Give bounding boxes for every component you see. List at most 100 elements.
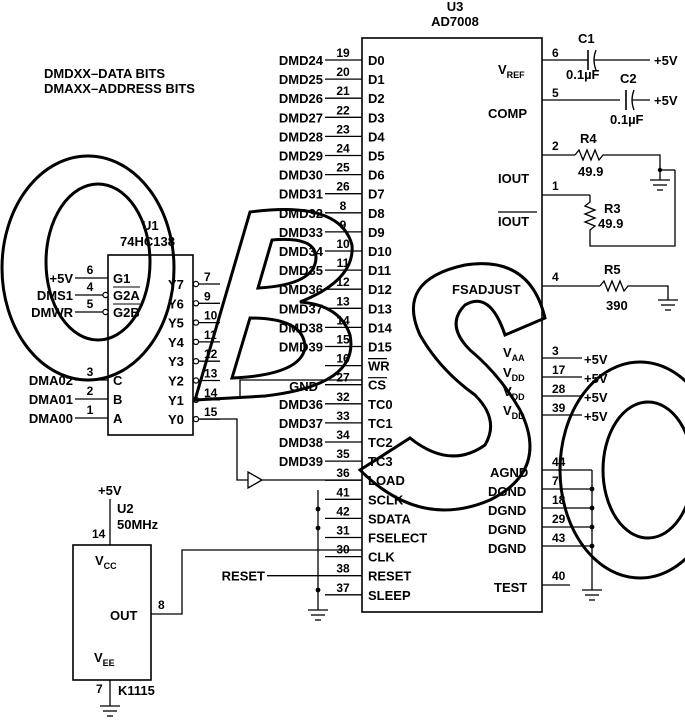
pin-number: 15	[204, 405, 218, 419]
pin-number: 42	[336, 504, 350, 518]
u3-pin-vaa-num: 3	[552, 344, 559, 358]
pin-number: 6	[87, 263, 94, 277]
pin-number: 38	[336, 562, 350, 576]
pin-name: Y3	[168, 354, 184, 369]
inverter-buffer	[247, 470, 362, 490]
net-label: DMD33	[279, 225, 323, 240]
u2-vcc-pin: 14	[92, 527, 106, 541]
pin-name: D12	[368, 282, 392, 297]
watermark-letter-o-2	[558, 360, 685, 580]
pin-number: 41	[336, 485, 350, 499]
u3-pin-dgnd2-name: DGND	[488, 503, 526, 518]
pin-number: 25	[336, 161, 350, 175]
u3-pin-comp-name: COMP	[488, 106, 527, 121]
pin-name: A	[113, 411, 123, 426]
c2-rail: +5V	[654, 93, 678, 108]
net-label: DMA02	[29, 373, 73, 388]
net-label: DMD30	[279, 168, 323, 183]
u3-pin-vdd1-name: VDD	[503, 365, 525, 383]
u3-pin-vdd3-num: 39	[552, 401, 566, 415]
pin-name: D11	[368, 263, 391, 278]
pin-number: 8	[340, 199, 347, 213]
u2-freq: 50MHz	[117, 517, 159, 532]
note-data-bits: DMDXX–DATA BITS	[44, 66, 165, 81]
r5-value: 390	[606, 298, 628, 313]
pin-number: 19	[336, 46, 350, 60]
pin-number: 14	[204, 386, 218, 400]
u3-body	[361, 37, 543, 613]
u3-pin-ioutbar-name: IOUT	[498, 214, 529, 229]
pin-name: Y2	[168, 374, 184, 389]
pin-number: 33	[336, 409, 350, 423]
pin-name: D6	[368, 168, 385, 183]
u3-pin-fsadj-name: FSADJUST	[452, 282, 521, 297]
u3-pin-vref-name: VREF	[498, 62, 525, 80]
pin-name: CS	[368, 378, 386, 393]
net-label: DMD38	[279, 435, 323, 450]
pin-name: WR	[368, 359, 390, 374]
pin-number: 3	[87, 365, 94, 379]
net-label: DMD25	[279, 72, 323, 87]
u3-vdd2-rail: +5V	[584, 390, 608, 405]
pin-number: 15	[336, 333, 350, 347]
net-label: DMA01	[29, 392, 73, 407]
pin-name: D3	[368, 110, 385, 125]
pin-number: 1	[87, 403, 94, 417]
pin-name: Y7	[168, 277, 184, 292]
pin-name: D8	[368, 206, 385, 221]
c1-ref: C1	[578, 31, 595, 46]
resistor-r3: R3 49.9	[583, 167, 676, 247]
pin-number: 34	[336, 428, 350, 442]
u3-pin-dgnd4-name: DGND	[488, 541, 526, 556]
pin-number: 7	[204, 270, 211, 284]
net-label: DMD37	[279, 416, 323, 431]
pin-name: D5	[368, 149, 385, 164]
watermark-letter-o-1	[0, 154, 176, 382]
u2-vee-name: VEE	[94, 650, 115, 668]
pin-number: 24	[336, 142, 350, 156]
u3-pin-vdd1-num: 17	[552, 363, 566, 377]
pin-name: Y0	[168, 412, 184, 427]
resistor-r5: R5 390	[599, 262, 678, 313]
pin-number: 22	[336, 103, 350, 117]
u3-pin-iout-name: IOUT	[498, 171, 529, 186]
net-label: DMD29	[279, 149, 323, 164]
pin-name: C	[113, 373, 123, 388]
u3-ref: U3	[447, 0, 464, 14]
u3-pin-vaa-name: VAA	[503, 345, 525, 363]
pin-name: Y5	[168, 316, 184, 331]
u2-vcc-name: VCC	[95, 553, 117, 571]
pin-name: Y6	[168, 296, 184, 311]
pin-number: 10	[336, 237, 350, 251]
pin-number: 4	[87, 280, 94, 294]
capacitor-c1: C1 0.1µF +5V	[566, 31, 678, 82]
u2-part: K1115	[118, 683, 155, 698]
u3-pin-vdd2-num: 28	[552, 382, 566, 396]
pin-name: G1	[113, 271, 130, 286]
pin-number: 27	[336, 371, 350, 385]
u3-vdd3-rail: +5V	[584, 409, 608, 424]
net-label: DMWR	[31, 305, 73, 320]
pin-name: D10	[368, 244, 392, 259]
pin-name: D0	[368, 53, 385, 68]
r4-value: 49.9	[578, 164, 603, 179]
u1-output-pin: 9Y6	[168, 289, 220, 311]
pin-name: D13	[368, 301, 392, 316]
pin-name: D1	[368, 72, 385, 87]
